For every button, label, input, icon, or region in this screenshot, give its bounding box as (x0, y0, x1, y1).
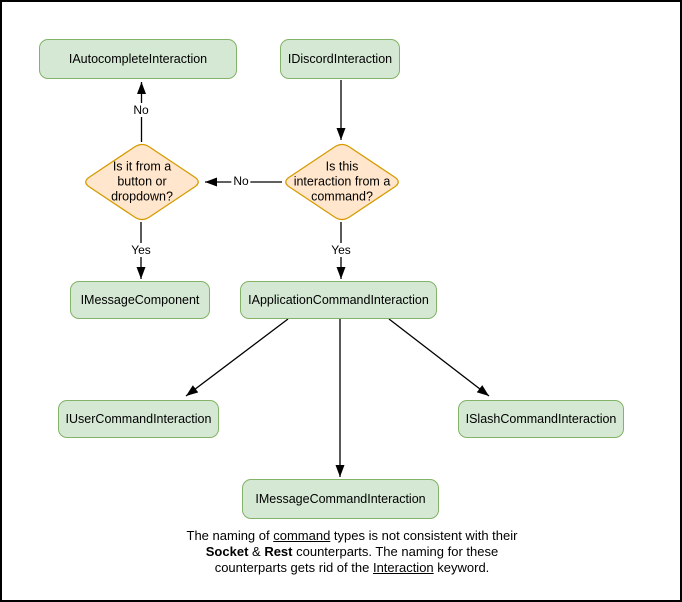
edge-label-no: No (131, 103, 151, 117)
node-label: IDiscordInteraction (287, 52, 393, 66)
node-imessage-command-interaction: IMessageCommandInteraction (242, 479, 439, 519)
decision-line: interaction from a (293, 174, 391, 189)
footer-underlined-text: command (273, 528, 331, 543)
decision-line: Is this (325, 159, 359, 174)
edge-label-yes: Yes (329, 243, 353, 257)
node-iuser-command-interaction: IUserCommandInteraction (58, 400, 219, 438)
footer-bold-text: Rest (264, 544, 293, 559)
node-label: IMessageCommandInteraction (255, 492, 426, 506)
edge-label-no: No (231, 174, 251, 188)
footer-line-3: counterparts gets rid of the Interaction… (169, 560, 535, 576)
node-label: IApplicationCommandInteraction (248, 293, 429, 307)
footer-bold-text: Socket (205, 544, 249, 559)
footer-note: The naming of command types is not consi… (169, 528, 535, 576)
node-islash-command-interaction: ISlashCommandInteraction (458, 400, 624, 438)
arrow-to-slash-command (388, 318, 490, 397)
decision-label-from-command: Is this interaction from a command? (282, 160, 402, 205)
edge-label-yes: Yes (129, 243, 153, 257)
node-label: IAutocompleteInteraction (68, 52, 208, 66)
footer-text: The naming of (186, 528, 274, 543)
footer-line-2: Socket & Rest counterparts. The naming f… (169, 544, 535, 560)
decision-label-button-or-dropdown: Is it from a button or dropdown? (82, 160, 202, 205)
node-label: IMessageComponent (80, 293, 200, 307)
decision-line: Is it from a (112, 159, 172, 174)
footer-underlined-text: Interaction (372, 560, 434, 575)
footer-text: counterparts. The naming for these (292, 544, 499, 559)
arrow-to-user-command (185, 318, 289, 397)
decision-line: dropdown? (111, 189, 173, 204)
node-iautocomplete-interaction: IAutocompleteInteraction (39, 39, 237, 79)
node-label: ISlashCommandInteraction (465, 412, 617, 426)
node-idiscord-interaction: IDiscordInteraction (280, 39, 400, 79)
decision-from-command (285, 143, 399, 221)
decision-button-or-dropdown (85, 143, 199, 221)
footer-text: types is not consistent with their (330, 528, 518, 543)
node-label: IUserCommandInteraction (65, 412, 212, 426)
footer-line-1: The naming of command types is not consi… (169, 528, 535, 544)
footer-text: counterparts gets rid of the (214, 560, 373, 575)
footer-text: keyword. (433, 560, 490, 575)
decision-line: command? (311, 189, 373, 204)
footer-text: & (248, 544, 265, 559)
node-iapplication-command-interaction: IApplicationCommandInteraction (240, 281, 437, 319)
node-imessage-component: IMessageComponent (70, 281, 210, 319)
decision-line: button or (117, 174, 167, 189)
